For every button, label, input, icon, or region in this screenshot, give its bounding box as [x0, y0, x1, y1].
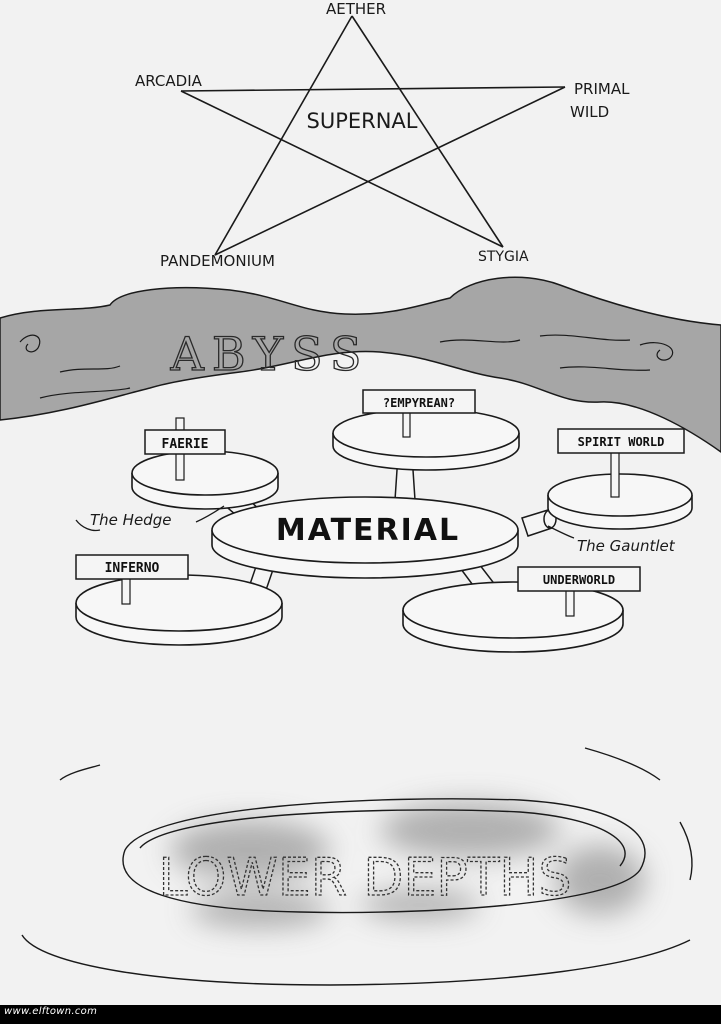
annotation-arrows: [75, 505, 575, 539]
label-arcadia: ARCADIA: [135, 72, 203, 90]
label-pandemonium: PANDEMONIUM: [160, 252, 275, 270]
label-supernal: SUPERNAL: [307, 109, 418, 133]
footer-bar: [0, 1005, 721, 1024]
label-lower-depths: LOWER DEPTHS: [158, 848, 571, 908]
sign-inferno: INFERNO: [75, 554, 189, 605]
disc-material-top: [211, 496, 519, 564]
label-spirit-world: SPIRIT WORLD: [578, 435, 665, 449]
label-the-gauntlet: The Gauntlet: [577, 537, 676, 555]
disc-spirit-world-top: [547, 473, 693, 517]
disc-inferno-top: [75, 574, 283, 632]
label-underworld: UNDERWORLD: [543, 573, 615, 587]
label-primal: PRIMAL: [574, 80, 630, 98]
abyss-swirls: [19, 334, 674, 399]
disc-faerie-top: [131, 450, 279, 496]
label-the-hedge: The Hedge: [90, 511, 171, 529]
label-empyrean: ?EMPYREAN?: [383, 396, 455, 410]
sign-spirit-world: SPIRIT WORLD: [557, 428, 685, 498]
label-wild: WILD: [570, 103, 609, 121]
pentagram: [180, 15, 566, 256]
abyss-band: [0, 276, 721, 453]
sign-underworld: UNDERWORLD: [517, 566, 641, 617]
sign-faerie: FAERIE: [144, 417, 226, 481]
label-faerie: FAERIE: [162, 437, 209, 452]
realm-discs: [75, 408, 693, 653]
label-abyss: ABYSS: [170, 327, 370, 381]
lower-depths-rings: [21, 747, 693, 986]
label-material: MATERIAL: [276, 513, 460, 548]
label-inferno: INFERNO: [105, 561, 160, 576]
label-stygia: STYGIA: [478, 249, 529, 265]
watermark-text: www.elftown.com: [4, 1006, 98, 1017]
sign-empyrean: ?EMPYREAN?: [362, 389, 476, 438]
disc-empyrean-top: [332, 408, 520, 458]
label-aether: AETHER: [326, 0, 386, 18]
